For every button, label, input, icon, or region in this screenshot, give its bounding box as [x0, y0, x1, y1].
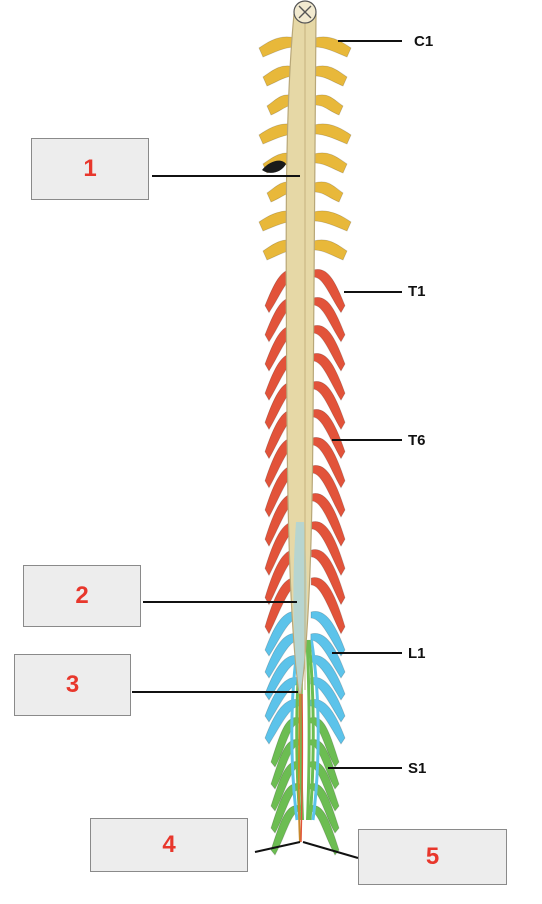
- nerve-root-right: [309, 739, 340, 790]
- filum-terminale: [297, 693, 304, 843]
- nerve-root-right: [312, 353, 346, 401]
- nerve-root-right: [314, 123, 352, 145]
- nerve-root-right: [311, 437, 346, 489]
- nerve-root-right: [311, 521, 346, 577]
- nerve-root-right: [310, 577, 346, 635]
- conus-medullaris: [293, 522, 307, 694]
- leader-lines: [132, 40, 402, 859]
- level-label-t6: T6: [408, 432, 426, 449]
- nerve-root-right: [310, 654, 346, 701]
- label-box-5[interactable]: 5: [358, 829, 507, 885]
- cauda-equina-strand: [309, 639, 320, 821]
- nerve-root-right: [312, 409, 346, 460]
- nerve-root-left: [258, 36, 296, 58]
- nerve-root-right: [313, 152, 348, 174]
- label-box-1[interactable]: 1: [31, 138, 149, 200]
- nerve-root-right: [314, 65, 348, 87]
- label-box-2[interactable]: 2: [23, 565, 141, 627]
- nerve-root-left: [264, 654, 300, 701]
- spinal-cord: [285, 13, 317, 695]
- label-box-3[interactable]: 3: [14, 654, 131, 716]
- nerve-root-left: [270, 717, 301, 768]
- cord-top-cross-section: [293, 0, 317, 24]
- nerve-root-right: [313, 239, 348, 261]
- nerve-root-right: [312, 381, 346, 431]
- leader-4: [254, 841, 301, 853]
- nerve-root-right: [310, 632, 346, 679]
- nerve-root-right: [309, 761, 340, 812]
- cauda-equina-strand: [305, 639, 311, 821]
- nerve-root-right: [313, 210, 352, 232]
- leader-5: [302, 841, 359, 859]
- level-label-t1: T1: [408, 283, 426, 300]
- nerve-root-right: [313, 268, 346, 314]
- level-label-l1: L1: [408, 645, 426, 662]
- nerve-root-left: [264, 632, 300, 679]
- dorsal-root-ganglion-mark: [262, 160, 286, 173]
- level-label-c1: C1: [414, 33, 434, 50]
- nerve-root-right: [314, 36, 352, 58]
- nerve-root-left: [270, 739, 301, 790]
- nerve-root-right: [313, 181, 344, 203]
- nerve-root-right: [311, 493, 346, 548]
- cauda-equina-strand: [307, 639, 315, 821]
- label-box-4[interactable]: 4: [90, 818, 248, 872]
- nerve-root-right: [311, 549, 346, 606]
- level-label-s1: S1: [408, 760, 427, 777]
- nerve-root-right: [311, 465, 346, 518]
- nerve-root-left: [270, 761, 301, 812]
- nerve-root-right: [309, 717, 340, 768]
- nerve-root-right: [312, 296, 346, 343]
- nerve-root-right: [312, 324, 346, 372]
- nerve-root-left: [270, 805, 302, 856]
- nerve-root-right: [310, 610, 346, 657]
- nerve-root-right: [314, 94, 344, 116]
